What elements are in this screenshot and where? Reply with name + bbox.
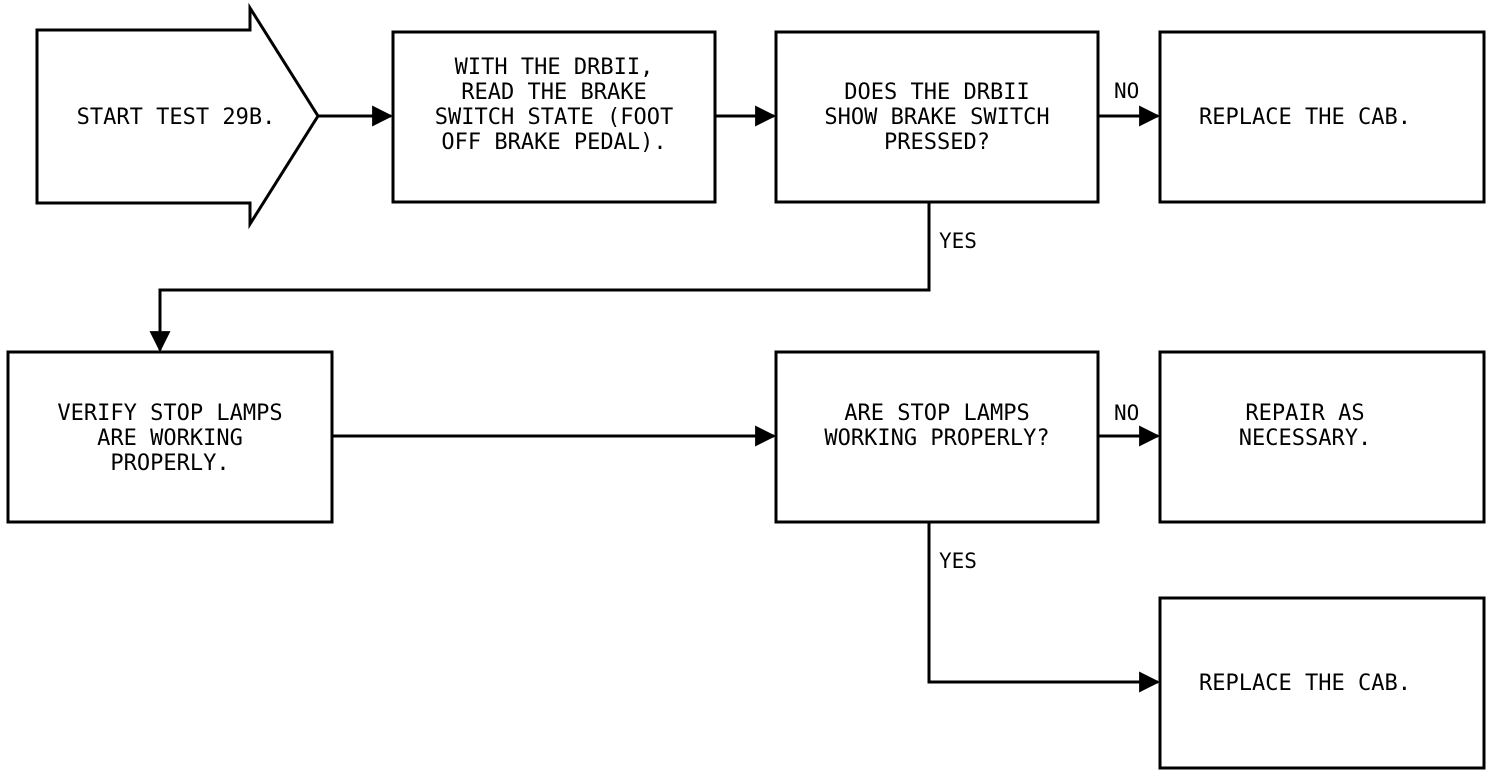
branch-label-yes-2: YES — [939, 549, 977, 573]
branch-label-no-2: NO — [1114, 401, 1139, 425]
step-read-switch-line-3: SWITCH STATE (FOOT — [435, 105, 673, 130]
question-pressed-line-3: PRESSED? — [884, 130, 990, 155]
result-replace-cab-1-box — [1158, 30, 1486, 204]
branch-label-yes-1: YES — [939, 229, 977, 253]
result-replace-cab-1-label: REPLACE THE CAB. — [1199, 105, 1411, 130]
step-verify-lamps-box — [6, 350, 334, 524]
step-verify-lamps-line-2: ARE WORKING — [97, 426, 243, 451]
start-label: START TEST 29B. — [77, 105, 276, 130]
question-pressed-line-1: DOES THE DRBII — [844, 80, 1029, 105]
step-read-switch-box — [391, 30, 717, 204]
branch-label-no-1: NO — [1114, 79, 1139, 103]
result-repair-line-2: NECESSARY. — [1239, 426, 1371, 451]
result-repair-box — [1158, 350, 1486, 524]
question-lamps-line-2: WORKING PROPERLY? — [824, 426, 1049, 451]
question-pressed-line-2: SHOW BRAKE SWITCH — [824, 105, 1049, 130]
start-arrow-shape — [35, 2, 320, 230]
step-verify-lamps-line-3: PROPERLY. — [110, 451, 229, 476]
connector-yes-verify — [149, 202, 931, 353]
result-replace-cab-2-label: REPLACE THE CAB. — [1199, 671, 1411, 696]
result-repair-line-1: REPAIR AS — [1245, 401, 1364, 426]
step-read-switch-line-2: READ THE BRAKE — [461, 80, 646, 105]
question-lamps-line-1: ARE STOP LAMPS — [844, 401, 1029, 426]
connector-yes-replace-2 — [927, 522, 1161, 693]
step-read-switch-line-1: WITH THE DRBII, — [455, 55, 654, 80]
result-replace-cab-2-box — [1158, 596, 1486, 770]
step-read-switch-line-4: OFF BRAKE PEDAL). — [441, 130, 666, 155]
step-verify-lamps-line-1: VERIFY STOP LAMPS — [57, 401, 282, 426]
